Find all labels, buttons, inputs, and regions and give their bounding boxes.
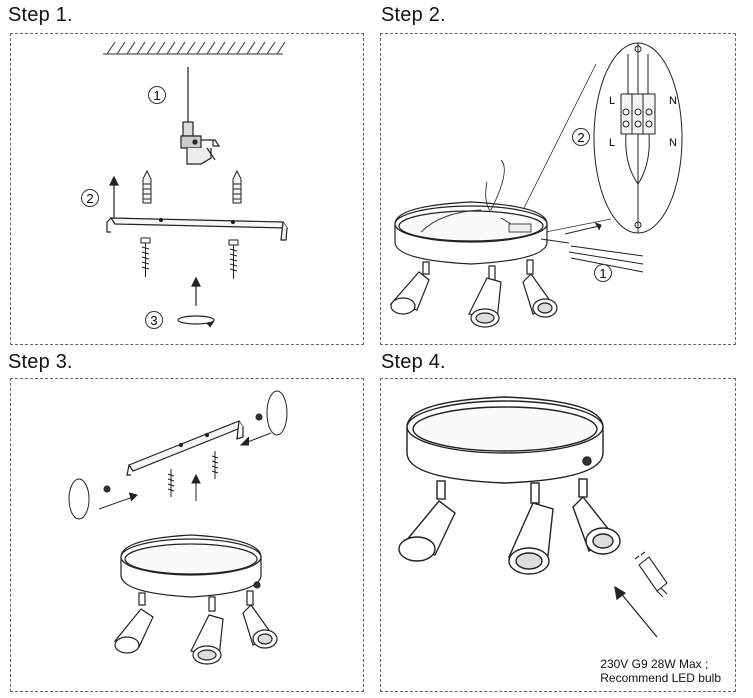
- wire-label-l-top: L: [609, 95, 615, 107]
- bulb-spec-line-2: Recommend LED bulb: [600, 671, 721, 685]
- screw-icon: [167, 451, 219, 501]
- wire-label-l-bottom: L: [609, 137, 615, 149]
- bulb-spec-note: 230V G9 28W Max ; Recommend LED bulb: [600, 657, 721, 685]
- leader-lines: [516, 63, 612, 235]
- step-4-title: Step 4.: [381, 351, 446, 373]
- bulb-spec-line-1: 230V G9 28W Max ;: [600, 657, 709, 671]
- step-3-illustration: [68, 390, 288, 665]
- ceiling-plate: [394, 201, 548, 265]
- step-2-callout-1: 1: [599, 266, 606, 281]
- spot-lamps: [113, 590, 278, 665]
- ceiling-plate: [406, 396, 604, 484]
- wall-plug-icon: [142, 169, 242, 204]
- mounting-bracket: [126, 420, 244, 476]
- step-3-title: Step 3.: [8, 351, 73, 373]
- step-1-panel: 1 2: [10, 33, 364, 345]
- step-1-illustration: 1 2: [81, 41, 289, 329]
- mounting-bracket: [106, 217, 289, 241]
- wire-label-n-bottom: N: [669, 137, 677, 149]
- callout-1-circle: [148, 86, 166, 104]
- step-4-illustration: [398, 396, 668, 638]
- drill-icon: [180, 67, 221, 165]
- arrow-up-icon: [109, 175, 119, 219]
- ceiling-hatch: [103, 41, 286, 55]
- step-2-title: Step 2.: [381, 4, 446, 26]
- ceiling-plate: [120, 534, 262, 598]
- step-2-panel: L N L N 2: [380, 33, 736, 345]
- callout-2: 2: [86, 191, 93, 206]
- insert-arrow-icon: [614, 585, 658, 638]
- terminal-block-detail: [593, 42, 683, 234]
- step-3-panel: [10, 378, 364, 692]
- step-2-illustration: L N L N 2: [389, 42, 683, 328]
- screw-cap-icon: [68, 390, 288, 520]
- step-2-callout-2: 2: [577, 130, 584, 145]
- spot-lamps: [389, 259, 558, 328]
- wire-label-n-top: N: [669, 95, 677, 107]
- callout-1: 1: [153, 88, 160, 103]
- step-4-panel: 230V G9 28W Max ; Recommend LED bulb: [380, 378, 736, 692]
- screw-icon: [140, 237, 239, 279]
- spot-lamps: [398, 478, 621, 575]
- callout-3: 3: [150, 313, 157, 328]
- internal-wires: [420, 159, 532, 233]
- g9-bulb-icon: [634, 551, 668, 598]
- rotate-arrow-icon: [177, 276, 215, 328]
- step-1-title: Step 1.: [8, 4, 73, 26]
